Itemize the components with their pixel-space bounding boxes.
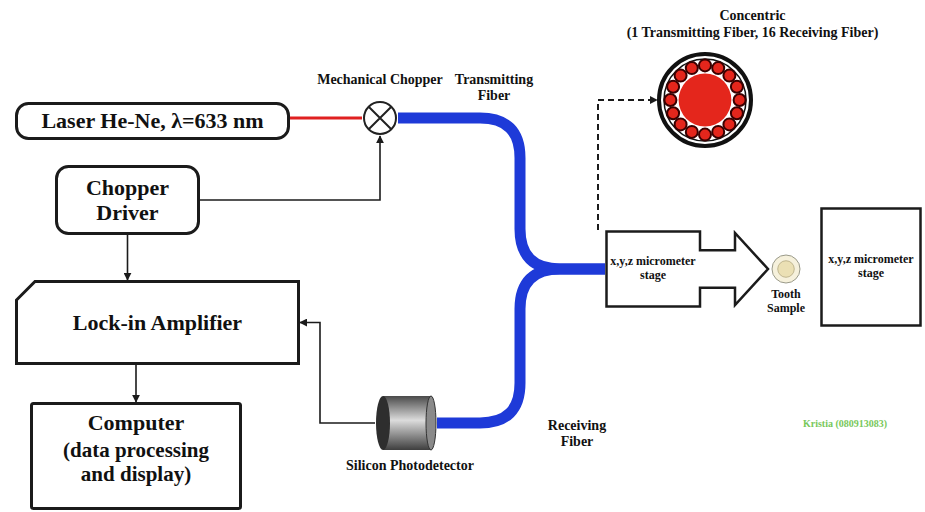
photodet-drawing [375,392,437,454]
node-text: Chopper Driver [63,175,192,226]
signal-wire [127,235,129,280]
photodetector-node: Silicon Photodetector [330,392,490,492]
chopper-symbol [362,100,398,136]
tooth-drawing [771,254,801,284]
box-outline [17,104,289,139]
receiving-fiber-dot [699,129,711,141]
signal-wire [300,323,375,424]
receiving-fiber-dot [686,126,698,138]
stage-box: x,y,z micrometer stage [820,207,922,327]
fiber-label: Receiving Fiber [532,418,622,450]
driver-box: Chopper Driver [55,165,200,235]
node-text: Silicon Photodetector [330,458,490,474]
bundle-jacket [659,54,751,146]
optical-fiber [398,118,605,269]
chopper-node: Mechanical Chopper [295,68,465,138]
receiving-fiber-dot [675,118,687,130]
concentric-drawing [657,52,753,148]
box-outline [57,167,199,234]
transmitting-core [679,74,732,127]
detector-window [426,396,436,450]
bundle-ring [664,59,746,141]
laser-box: Laser He-Ne, λ=633 nm [15,102,290,140]
receiving-fiber-dot [712,126,724,138]
signal-wire [200,136,380,200]
bundle-node: Concentric(1 Transmitting Fiber, 16 Rece… [585,6,920,148]
fiber-label: Transmitting Fiber [442,72,546,104]
amplifier-box: Lock-in Amplifier [15,280,300,365]
tooth-symbol [771,254,801,284]
tooth-core [778,261,795,278]
tooth-disc [772,255,800,283]
photodet-symbol [375,392,437,454]
computer-box: Computer (data processing and display) [30,402,242,510]
node-text: Laser He-Ne, λ=633 nm [23,108,282,133]
node-text: (data processing and display) [50,438,222,486]
laser-beam [290,117,362,120]
node-text: x,y,z micrometer stage [828,253,914,281]
node-text: x,y,z micrometer stage [609,255,697,283]
node-text: Lock-in Amplifier [23,310,292,335]
node-text: Tooth Sample [754,288,818,316]
signal-wire [135,365,137,402]
concentric-symbol [657,52,753,148]
receiving-fiber-dot [667,81,679,93]
chopper-drawing [362,100,398,136]
stage-box: x,y,z micrometer stage [605,230,770,308]
node-text: Concentric [585,8,920,24]
receiving-fiber-dot [731,81,743,93]
receiving-fiber-dot [699,59,711,71]
receiving-fiber-dot [675,70,687,82]
receiving-fiber-dot [667,107,679,119]
detector-back [376,396,390,450]
node-text: Mechanical Chopper [295,72,465,88]
receiving-fiber-dot [731,107,743,119]
card-outline [17,282,299,364]
receiving-fiber-dot [723,70,735,82]
receiving-fiber-dot [734,94,746,106]
node-shape [605,230,770,308]
detector-body [383,396,431,450]
chopper-wheel [364,102,396,134]
tooth-node: Tooth Sample [760,248,812,318]
node-text: Computer [30,410,242,435]
chopper-blades [369,107,392,130]
author-watermark: Kristia (080913083) [770,418,920,430]
receiving-fiber-dot [712,62,724,74]
node-text: (1 Transmitting Fiber, 16 Receiving Fibe… [585,25,920,41]
receiving-fiber-dot [664,94,676,106]
stage-arrow-outline [607,232,769,307]
stage-outline [822,209,921,326]
pointer-arrow [598,100,657,230]
receiving-fiber-dot [686,62,698,74]
receiving-fiber-dot [723,118,735,130]
optical-fiber [437,269,605,423]
